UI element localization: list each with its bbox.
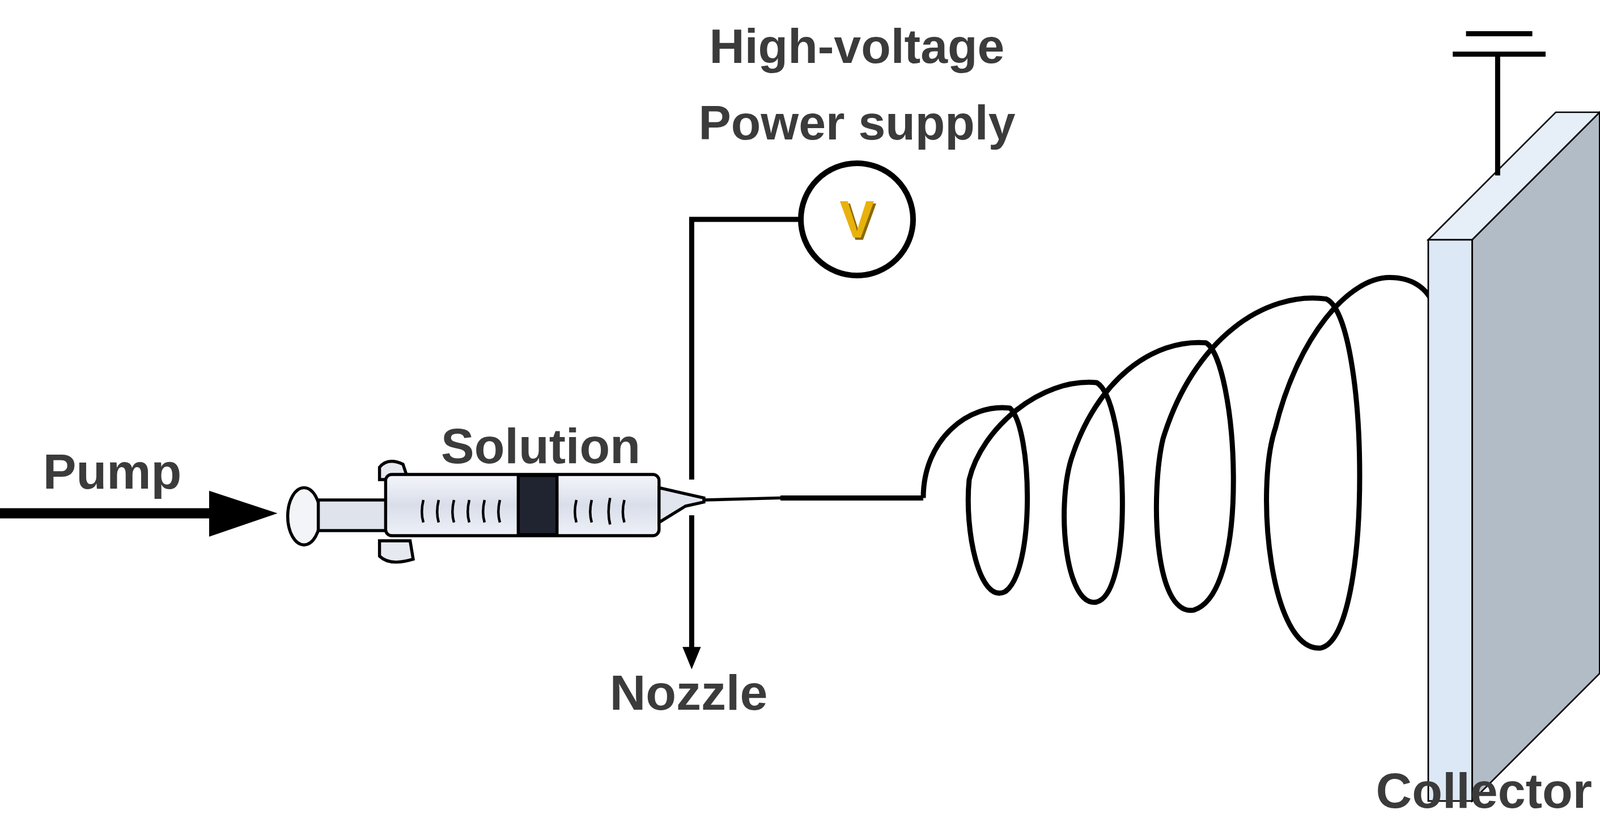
collector-plate <box>1428 112 1600 801</box>
solution-label: Solution <box>440 416 641 477</box>
fiber-jet <box>780 277 1432 649</box>
ground-symbol <box>1452 33 1546 176</box>
voltage-symbol: V <box>839 193 874 246</box>
supply-label: High-voltage Power supply <box>669 7 1044 161</box>
nozzle-pointer <box>682 515 701 670</box>
supply-wire <box>691 219 801 480</box>
collector-label: Collector <box>1376 760 1593 821</box>
nozzle-label: Nozzle <box>609 662 768 723</box>
syringe <box>287 461 781 563</box>
voltmeter-circle: V <box>798 160 916 279</box>
pump-label: Pump <box>43 441 182 502</box>
